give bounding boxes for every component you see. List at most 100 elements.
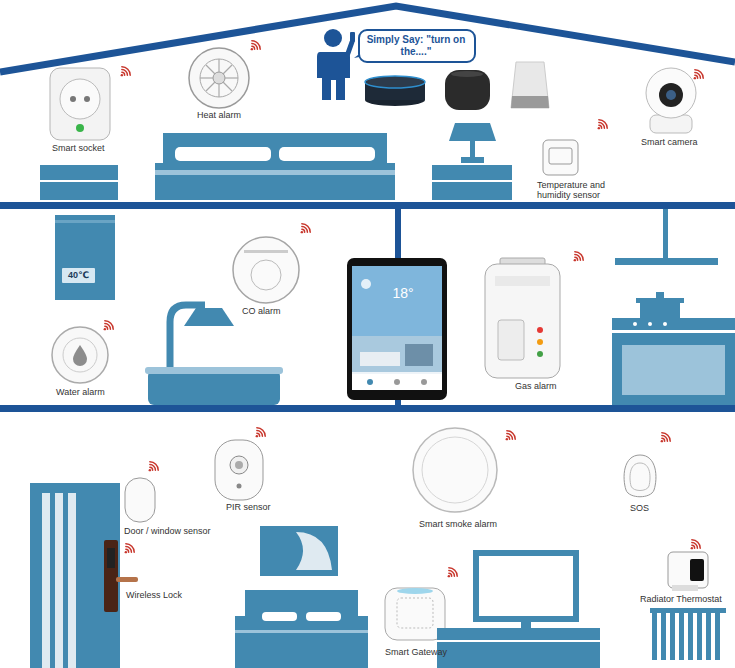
smart-socket [50, 68, 110, 140]
kitchen-stove [663, 209, 668, 261]
tablet [347, 258, 447, 400]
smart-speaker [511, 96, 549, 108]
device-label: Smart Gateway [385, 647, 465, 657]
heat-alarm [218, 59, 219, 72]
heat-alarm [206, 65, 215, 74]
temperature-sensor [549, 148, 572, 164]
tablet [421, 379, 427, 385]
wifi-signal [251, 41, 261, 51]
smart-camera [646, 68, 696, 133]
sos-button [624, 455, 656, 497]
tablet [352, 374, 442, 390]
front-door [68, 493, 76, 668]
wifi-signal [125, 544, 135, 554]
lamp [449, 123, 496, 141]
wifi-signal [448, 568, 458, 578]
wireless-lock [104, 540, 118, 612]
tablet [367, 379, 373, 385]
bathtub [145, 305, 283, 405]
person-icon [347, 42, 352, 56]
device-label: Temperature and humidity sensor [537, 180, 629, 200]
tv-cabinet [437, 553, 600, 668]
heat-alarm [223, 82, 232, 91]
sofa [235, 616, 368, 668]
nightstand [40, 165, 512, 200]
wifi-signal [121, 67, 131, 77]
smart-gateway [397, 588, 433, 594]
radiator-thermostat [706, 613, 711, 660]
heat-alarm [200, 59, 238, 97]
co-alarm [244, 250, 288, 253]
smart-speaker [445, 70, 490, 110]
sofa [235, 590, 368, 668]
device-label: Smart socket [52, 143, 122, 153]
radiator-thermostat [715, 613, 720, 660]
kitchen-stove [612, 318, 735, 405]
nightstand [40, 165, 118, 200]
device-label: Smart smoke alarm [419, 519, 519, 529]
tablet-screen: 18° [388, 284, 418, 302]
device-label: PIR sensor [226, 502, 286, 512]
house-structure [0, 202, 735, 209]
sos-button [624, 455, 656, 497]
tablet [361, 279, 371, 289]
sos-button [630, 463, 650, 491]
speech-bubble: Simply Say: "turn on the...." [358, 29, 476, 63]
sofa [245, 590, 358, 616]
kitchen-stove [656, 292, 664, 298]
node-text: 40℃ [67, 270, 90, 281]
wifi-signal [598, 120, 608, 130]
pir-sensor [215, 440, 263, 500]
water-heater [55, 215, 115, 300]
kitchen-stove [615, 258, 718, 265]
water-heater [55, 220, 115, 223]
tv-cabinet [476, 553, 576, 619]
kitchen-stove [622, 345, 725, 395]
water-alarm [52, 327, 108, 383]
house-structure [0, 405, 735, 412]
radiator-thermostat [690, 559, 704, 581]
radiator-thermostat [652, 613, 657, 660]
wifi-signal [149, 462, 159, 472]
nightstand [432, 165, 512, 200]
gas-alarm [498, 320, 524, 360]
wireless-lock [116, 577, 138, 582]
pir-sensor [235, 461, 243, 469]
heat-alarm [206, 82, 215, 91]
smart-gateway [385, 588, 445, 640]
bed [279, 147, 375, 161]
water-alarm [52, 327, 108, 383]
person-icon [317, 52, 350, 100]
lamp [470, 141, 475, 158]
smart-gateway [397, 598, 433, 628]
water-heater [55, 215, 115, 300]
wifi-signal [661, 433, 671, 443]
wireless-lock [104, 540, 138, 612]
bathtub [145, 367, 283, 374]
device-label: CO alarm [242, 306, 302, 316]
co-alarm [233, 237, 299, 303]
wifi-signal [506, 431, 516, 441]
device-label: Wireless Lock [126, 590, 206, 600]
lamp [449, 123, 496, 163]
heat-alarm [189, 48, 249, 108]
tv-cabinet [437, 640, 600, 642]
tv-cabinet [437, 628, 600, 668]
person-icon [317, 29, 355, 100]
wifi-signal [256, 428, 266, 438]
heat-alarm [189, 48, 249, 108]
wifi-signal [694, 70, 704, 80]
gas-alarm [485, 264, 560, 378]
heat-alarm [218, 84, 219, 97]
water-alarm [63, 338, 97, 372]
node-text: Simply Say: "turn on the...." [366, 34, 466, 58]
picture-frame [296, 532, 332, 570]
device-label: Door / window sensor [124, 526, 234, 536]
tablet [352, 336, 442, 372]
smart-camera [646, 68, 696, 118]
smart-speaker [511, 62, 549, 108]
smart-speaker [365, 62, 549, 110]
radiator-thermostat [670, 613, 675, 660]
bathtub [148, 370, 280, 405]
gas-alarm [495, 276, 550, 286]
